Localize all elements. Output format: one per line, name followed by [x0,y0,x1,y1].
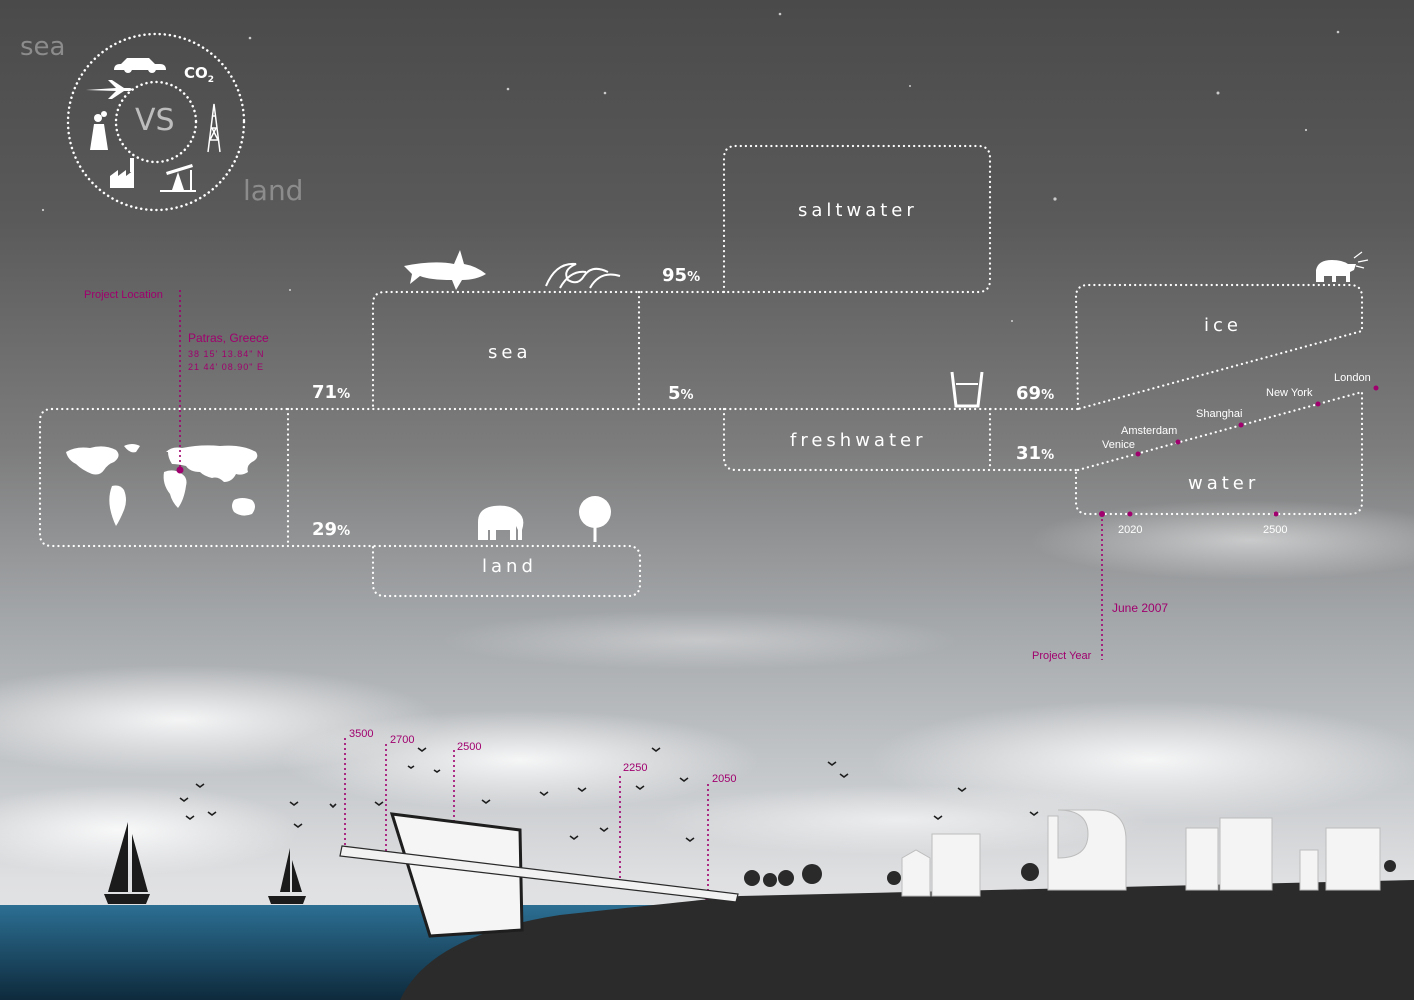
car-icon [114,58,166,73]
land-title: land [243,174,304,207]
tree-icon [579,496,611,542]
city-new-york: New York [1266,387,1313,399]
polar-bear-icon [1316,251,1369,282]
oil-pump-icon [160,164,196,192]
sailboat-icon [104,822,306,904]
stars [41,12,1340,322]
plane-icon [86,80,132,99]
shark-icon [404,250,486,290]
location-latitude: 38 15' 13.84" N [188,349,265,359]
water-label: water [1188,473,1260,494]
city-amsterdam: Amsterdam [1121,425,1178,437]
wave-icon [545,262,621,289]
power-plant-icon [90,111,108,150]
percent-land: 29% [312,519,351,540]
sea-label: sea [488,342,532,363]
section-year-2500: 2500 [457,741,482,753]
city-london: London [1334,372,1371,384]
land-label: land [482,556,537,577]
town [901,809,1381,897]
year-2500: 2500 [1263,524,1288,536]
location-longitude: 21 44' 08.90" E [188,362,264,372]
sea-title: sea [20,32,66,62]
percent-freshwater: 5% [668,383,694,404]
co2-label: CO2 [184,64,215,85]
world-map-icon [66,444,258,526]
city-shanghai: Shanghai [1196,408,1243,420]
year-2020: 2020 [1118,524,1143,536]
section-year-3500: 3500 [349,728,374,740]
city-venice: Venice [1102,439,1136,451]
diagram-outlines [38,144,1364,598]
percent-sea: 71% [312,382,351,403]
vs-label: VS [135,103,175,138]
ground [400,880,1414,1000]
section-year-2050: 2050 [712,773,737,785]
project-date: June 2007 [1112,601,1169,615]
trees [744,860,1396,887]
factory-icon [110,158,134,188]
project-location-label: Project Location [84,289,163,301]
percent-saltwater: 95% [662,265,701,286]
glass-icon [950,371,984,408]
leader-lines [179,290,1103,898]
bird-icon [179,747,1039,842]
percent-ice: 69% [1016,383,1055,404]
section-year-2250: 2250 [623,762,648,774]
building-section [339,812,739,938]
project-year-label: Project Year [1032,650,1092,662]
section-year-2700: 2700 [390,734,415,746]
sea-vs-land-icon-circle [66,32,246,212]
saltwater-label: saltwater [798,200,918,221]
location-place: Patras, Greece [188,331,269,345]
elephant-icon [478,505,524,540]
ice-label: ice [1204,315,1242,336]
percent-water: 31% [1016,443,1055,464]
clouds [0,500,1414,875]
freshwater-label: freshwater [790,430,927,451]
oil-rig-icon [207,103,221,153]
